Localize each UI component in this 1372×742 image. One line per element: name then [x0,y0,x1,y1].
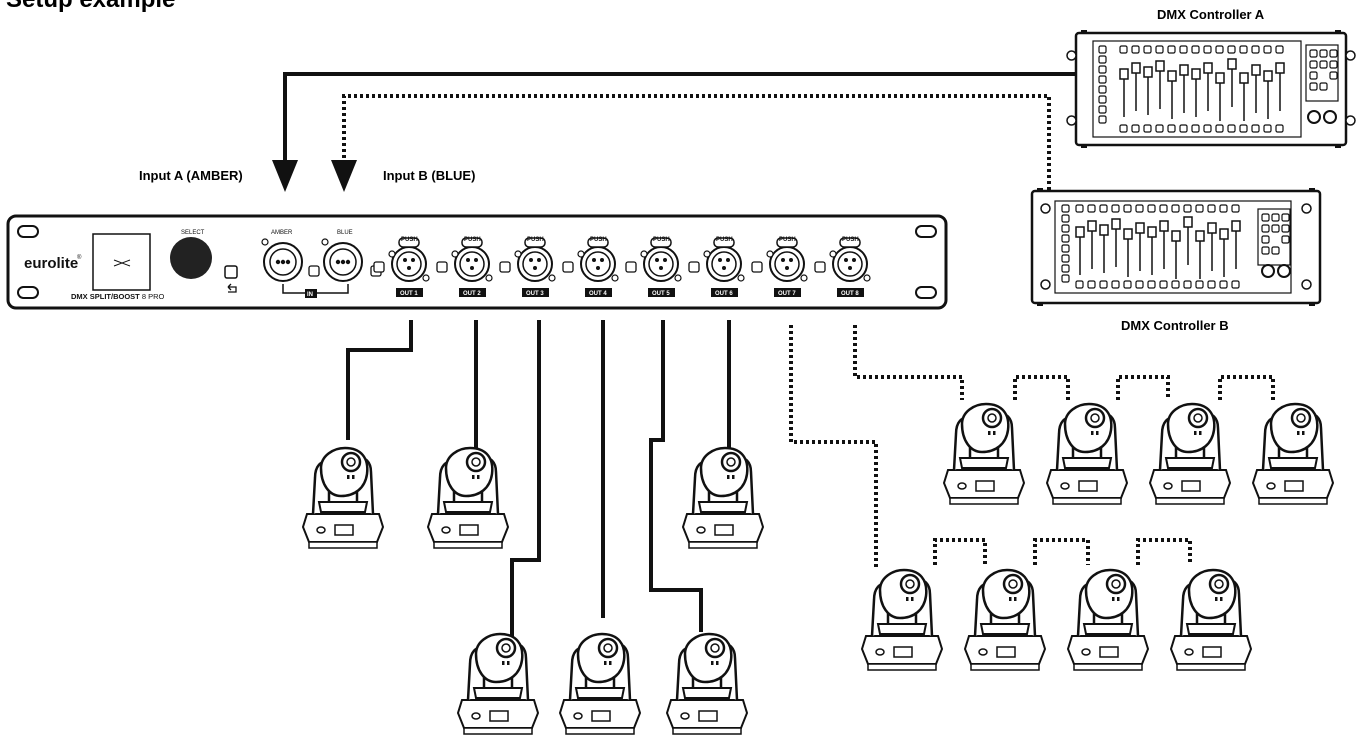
output-8[interactable]: PUSH OUT 8 [814,237,871,297]
cable-controller-b [342,94,1051,190]
svg-text:®: ® [77,254,82,261]
moving-head-fixture [558,632,642,736]
output-label: OUT 1 [400,291,418,297]
push-label: PUSH [842,237,859,243]
output-label: OUT 5 [652,291,670,297]
output-cables-dotted [789,325,1275,570]
moving-head-fixture [301,446,385,550]
moving-head-fixture [665,632,749,736]
dmx-controller-a [1066,30,1356,148]
moving-head-fixture [456,632,540,736]
push-label: PUSH [527,237,544,243]
input-a-socket[interactable] [261,238,320,282]
back-button[interactable] [224,265,238,279]
output-label: OUT 3 [526,291,544,297]
brand-logo: eurolite [24,255,78,272]
moving-head-fixture [1066,568,1150,672]
input-b-label: Input B (BLUE) [383,168,476,183]
output-label: OUT 6 [715,291,733,297]
svg-text:IN: IN [307,292,313,298]
moving-head-fixture [1251,402,1335,506]
arrow-input-a [272,160,298,192]
output-1[interactable]: PUSH OUT 1 [373,237,430,297]
moving-head-fixture [681,446,765,550]
moving-head-fixture [860,568,944,672]
page-title: Setup example [6,0,175,14]
select-knob[interactable] [170,237,212,279]
push-label: PUSH [716,237,733,243]
controller-a-label: DMX Controller A [1157,7,1265,22]
moving-head-fixture [942,402,1026,506]
push-label: PUSH [401,237,418,243]
moving-head-fixture [426,446,510,550]
moving-head-fixture [1148,402,1232,506]
model-name: DMX SPLIT/BOOST 8 PRO [71,292,165,301]
output-2[interactable]: PUSH OUT 2 [436,237,493,297]
moving-head-fixture [1045,402,1129,506]
output-3[interactable]: PUSH OUT 3 [499,237,556,297]
input-a-label: Input A (AMBER) [139,168,243,183]
select-label: SELECT [181,230,205,236]
controller-b-label: DMX Controller B [1121,318,1229,333]
output-5[interactable]: PUSH OUT 5 [625,237,682,297]
moving-head-fixture [1169,568,1253,672]
output-label: OUT 4 [589,291,607,297]
in-badge [305,289,317,298]
push-label: PUSH [653,237,670,243]
output-label: OUT 2 [463,291,481,297]
moving-head-fixture [963,568,1047,672]
amber-label: AMBER [271,230,293,236]
output-label: OUT 8 [841,291,859,297]
output-cables-solid [346,320,731,640]
blue-label: BLUE [337,230,353,236]
push-label: PUSH [590,237,607,243]
dmx-controller-b [1030,188,1322,306]
cable-controller-a [283,72,1076,160]
arrow-input-b [331,160,357,192]
output-label: OUT 7 [778,291,796,297]
dmx-splitter-device: eurolite ® DMX SPLIT/BOOST 8 PRO SELECT … [6,214,948,310]
push-label: PUSH [779,237,796,243]
display-screen [92,233,151,291]
output-4[interactable]: PUSH OUT 4 [562,237,619,297]
output-6[interactable]: PUSH OUT 6 [688,237,745,297]
push-label: PUSH [464,237,481,243]
back-icon [227,283,237,293]
output-7[interactable]: PUSH OUT 7 [751,237,808,297]
fixtures [301,402,1335,736]
